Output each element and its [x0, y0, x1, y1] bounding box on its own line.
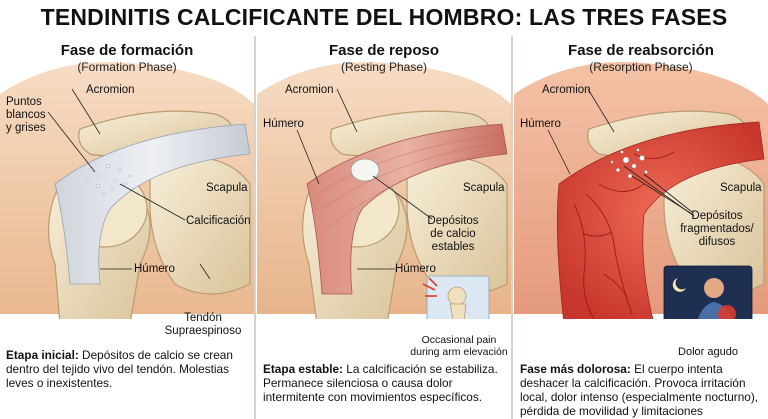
panel-subtitle: (Resting Phase) [340, 60, 428, 74]
panel-title: Fase de formación [60, 42, 194, 59]
panel-resting: Fase de reposo (Resting Phase) Acromion … [257, 34, 511, 419]
label-scapula: Scapula [206, 182, 248, 194]
label-acromion: Acromion [86, 84, 135, 96]
caption-resorption: Fase más dolorosa: El cuerpo intenta des… [520, 362, 764, 419]
panel-subtitle: (Formation Phase) [77, 60, 177, 74]
pain-spot-icon [718, 305, 736, 323]
fragmented-deposits [610, 148, 648, 179]
pain-marks-icon [422, 277, 438, 297]
divider [254, 36, 256, 419]
calcium-deposit [350, 158, 380, 182]
label-depositos: Depósitos fragmentados/ difusos [680, 210, 754, 248]
resting-illustration [257, 62, 511, 419]
caption-bold: Fase más dolorosa: [520, 362, 631, 376]
blood-vessels [573, 151, 675, 320]
muscle-fibers [316, 133, 506, 230]
panel-title: Fase de reabsorción [568, 42, 714, 59]
leader-lines [47, 88, 211, 280]
caption-formation: Etapa inicial: Depósitos de calcio se cr… [6, 348, 250, 390]
formation-illustration [0, 34, 254, 419]
label-scapula: Scapula [720, 182, 762, 194]
caption-text: El cuerpo intenta deshacer la calcificac… [520, 362, 759, 419]
panel-resorption: Fase de reabsorción (Resorption Phase) A… [514, 34, 768, 419]
label-humero: Húmero [395, 263, 436, 275]
divider [511, 36, 513, 419]
resorption-illustration [514, 62, 768, 419]
label-acromion: Acromion [285, 84, 334, 96]
inset-caption: Dolor agudo [678, 346, 738, 358]
label-tendon: Tendón Supraespinoso [164, 312, 242, 337]
label-humero: Húmero [134, 263, 175, 275]
inset-caption: Occasional pain during arm elevación [410, 334, 508, 358]
caption-text: Depósitos de calcio se crean dentro del … [6, 348, 233, 390]
leader-lines [296, 88, 433, 270]
label-puntos: Puntos blancos y grises [6, 96, 46, 134]
person-head [704, 278, 724, 298]
caption-text: La calcificación se estabiliza. Permanec… [263, 362, 498, 404]
label-calcificacion: Calcificación [186, 215, 251, 227]
panel-title: Fase de reposo [328, 42, 440, 59]
inset-shoulder [447, 286, 467, 306]
label-humero-top: Húmero [263, 118, 304, 130]
caption-bold: Etapa estable: [263, 362, 343, 376]
leader-lines [547, 88, 695, 217]
label-scapula: Scapula [463, 182, 505, 194]
caption-resting: Etapa estable: La calcificación se estab… [263, 362, 507, 404]
label-depositos: Depósitos de calcio estables [427, 215, 479, 253]
panel-subtitle: (Resorption Phase) [589, 60, 693, 74]
label-humero: Húmero [520, 118, 561, 130]
label-acromion: Acromion [542, 84, 591, 96]
inflamed-tendon [556, 121, 765, 325]
main-title: TENDINITIS CALCIFICANTE DEL HOMBRO: LAS … [40, 4, 728, 30]
panel-formation: Fase de formación (Formation Phase) Acro… [0, 34, 254, 419]
caption-bold: Etapa inicial: [6, 348, 79, 362]
calcium-speckles [86, 160, 132, 196]
moon-icon [672, 278, 686, 292]
